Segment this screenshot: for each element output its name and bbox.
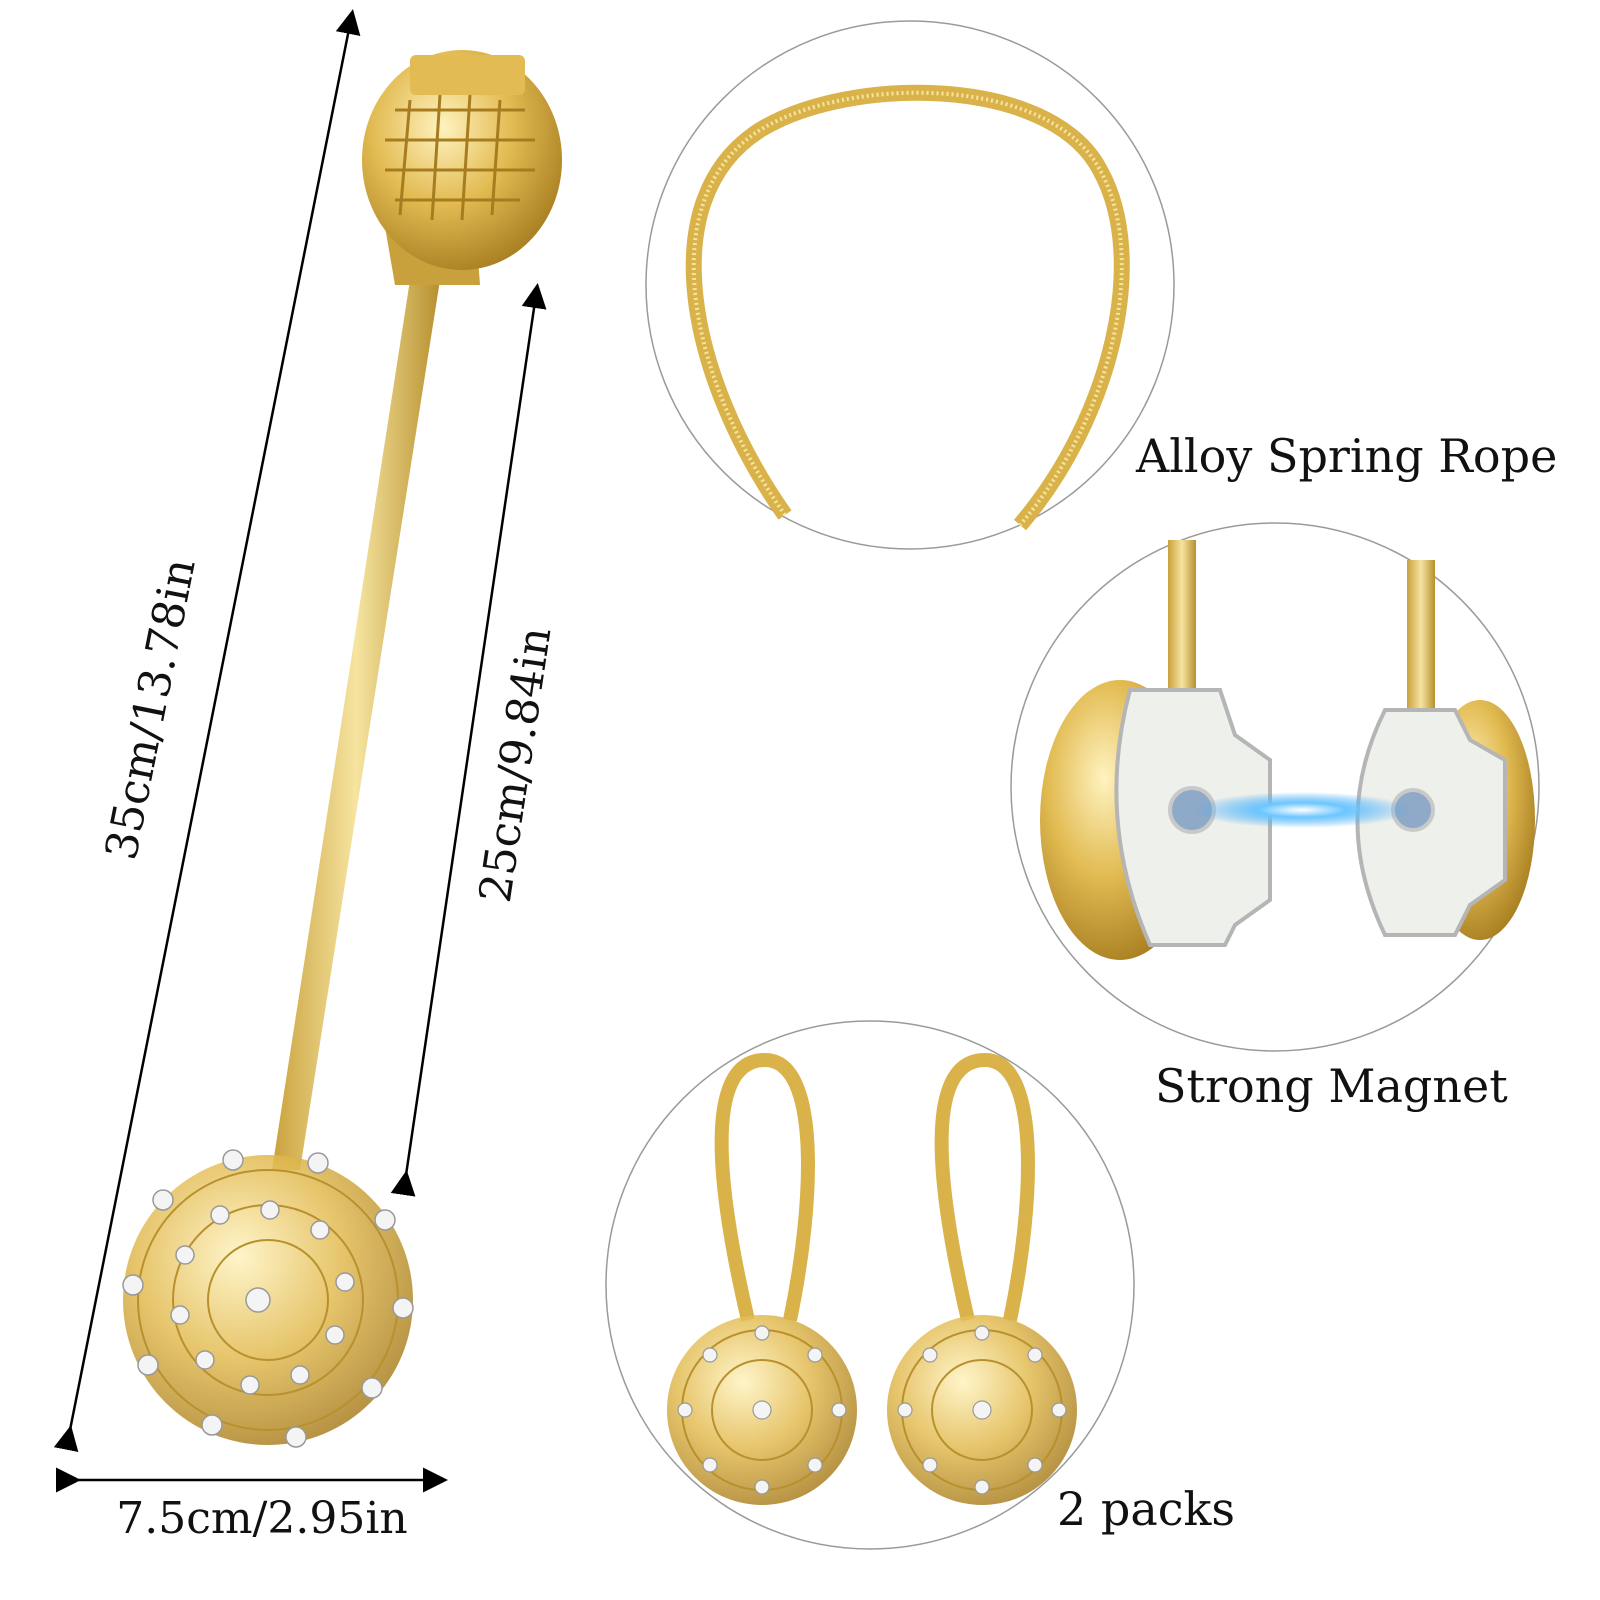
rhinestones <box>122 1149 414 1448</box>
rope-length-arrow <box>390 283 547 1197</box>
magnet-detail <box>1010 522 1540 1052</box>
two-packs-detail <box>605 1020 1135 1550</box>
spring-rope-label: Alloy Spring Rope <box>1135 429 1557 483</box>
total-length-arrow <box>53 9 361 1453</box>
rope-length-label: 25cm/9.84in <box>470 624 561 906</box>
magnet-glow <box>1192 792 1412 828</box>
packs-label: 2 packs <box>1057 1482 1235 1536</box>
width-label: 7.5cm/2.95in <box>116 1493 408 1544</box>
magnet-label: Strong Magnet <box>1155 1059 1508 1113</box>
spring-rope-detail <box>645 20 1175 550</box>
mesh-pattern-icon <box>385 94 535 221</box>
total-length-label: 35cm/13.78in <box>96 554 206 864</box>
tieback-main <box>122 50 562 1448</box>
